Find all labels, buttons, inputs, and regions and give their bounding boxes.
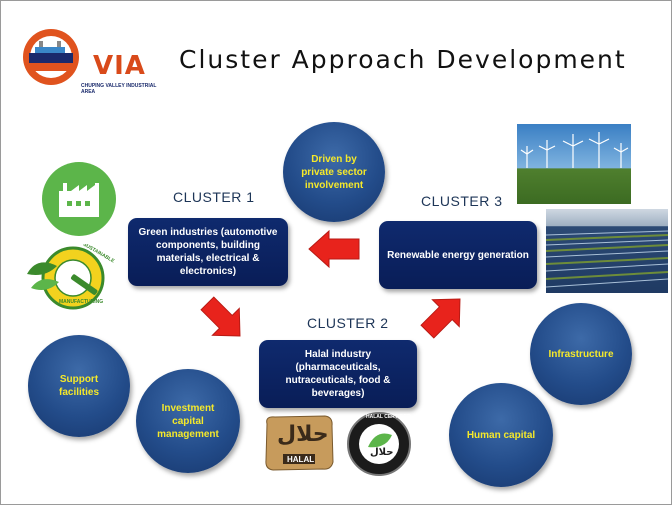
circle-infrastructure: Infrastructure [530,303,632,405]
cluster-3-label: CLUSTER 3 [421,193,503,209]
manufacturing-text: MANUFACTURING [59,299,104,305]
sustainable-badge-icon [27,246,105,310]
cluster-2-box: Halal industry (pharmaceuticals, nutrace… [259,340,417,408]
wind-turbines-image [517,124,631,204]
arrow-down-right-icon [200,296,241,337]
halal-logo-1: حلال HALAL [263,414,335,472]
logo-subtitle: CHUPING VALLEY INDUSTRIAL AREA [81,83,157,95]
wind-turbine-icon [520,132,629,168]
cluster-3-text: Renewable energy generation [387,249,529,261]
circle-human-text: Human capital [466,429,536,441]
circle-investment: Investment capital management [136,369,240,473]
arrow-up-right-icon [420,298,461,339]
solar-panel-icon [546,230,668,288]
cluster-2-text: Halal industry (pharmaceuticals, nutrace… [285,349,391,399]
logo-text: VIA [93,51,146,81]
cluster-1-box: Green industries (automotive components,… [128,218,288,286]
logo-emblem-icon [23,29,79,85]
halal-certified-text: HALAL CERTIFIED [366,414,411,420]
cluster-2-label: CLUSTER 2 [307,315,389,331]
circle-support-text: Support facilities [58,374,100,398]
circle-private-text: Driven by private sector involvement [301,153,367,191]
factory-icon [42,162,116,236]
halal-seal-icon [347,412,411,476]
cluster-1-text: Green industries (automotive components,… [138,227,278,277]
halal-certified-seal: HALAL CERTIFIED حلال [346,411,412,477]
halal-word-text: HALAL [287,455,315,464]
via-logo: VIA CHUPING VALLEY INDUSTRIAL AREA [21,23,161,95]
cluster-1-label: CLUSTER 1 [173,189,255,205]
sustainable-manufacturing-badge: SUSTAINABLE MANUFACTURING [21,244,117,318]
arrow-left-icon [308,229,360,269]
halal-stamp-icon [265,415,334,471]
circle-support-facilities: Support facilities [28,335,130,437]
cluster-3-box: Renewable energy generation [379,221,537,289]
page-title: Cluster Approach Development [179,45,627,74]
circle-private-sector: Driven by private sector involvement [283,122,385,222]
circle-investment-text: Investment capital management [157,402,219,440]
circle-human-capital: Human capital [449,383,553,487]
halal-seal-arabic: حلال [370,447,394,458]
solar-panels-image [546,209,668,293]
halal-arabic-text: حلال [277,422,329,447]
circle-infrastructure-text: Infrastructure [548,348,614,360]
